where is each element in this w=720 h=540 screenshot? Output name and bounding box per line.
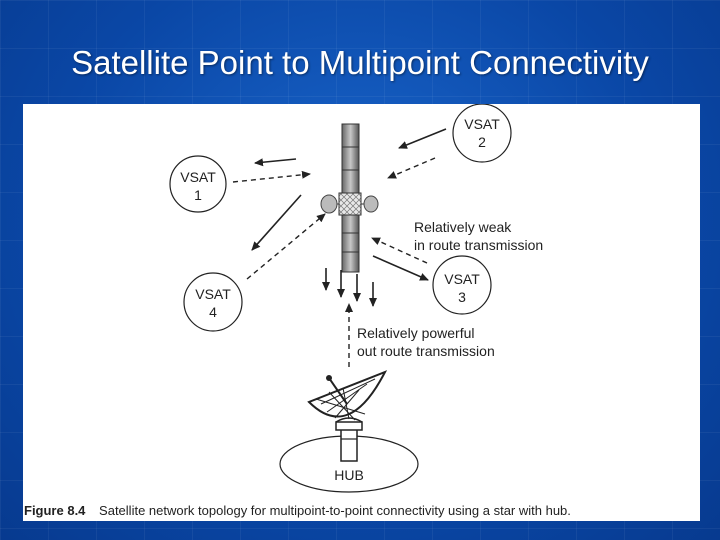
weak-label-line2: in route transmission	[414, 237, 543, 253]
satellite-icon	[320, 123, 379, 273]
vsat4-downlink-arrow	[251, 194, 302, 251]
topology-diagram: VSAT 1 VSAT 2 VSAT 3 VSAT 4	[24, 104, 571, 518]
vsat3-uplink-arrow	[371, 237, 428, 264]
vsat-3-number: 3	[458, 289, 466, 305]
vsat-2-number: 2	[478, 134, 486, 150]
vsat-4-label: VSAT	[195, 286, 231, 302]
vsat-1-number: 1	[194, 187, 202, 203]
vsat-1-label: VSAT	[180, 169, 216, 185]
vsat3-downlink-arrow	[372, 255, 429, 281]
figure-number: Figure 8.4	[24, 503, 86, 518]
weak-label-line1: Relatively weak	[414, 219, 512, 235]
powerful-label-line2: out route transmission	[357, 343, 495, 359]
vsat-4: VSAT 4	[183, 272, 243, 332]
vsat-2: VSAT 2	[452, 104, 512, 163]
figure-caption-text: Satellite network topology for multipoin…	[99, 503, 571, 518]
slide-title: Satellite Point to Multipoint Connectivi…	[71, 44, 649, 81]
vsat-1: VSAT 1	[169, 155, 227, 213]
vsat-3: VSAT 3	[432, 255, 492, 315]
vsat-4-number: 4	[209, 304, 217, 320]
powerful-label-line1: Relatively powerful	[357, 325, 475, 341]
vsat2-downlink-arrow	[398, 128, 447, 149]
hub-dish-icon	[307, 370, 388, 462]
vsat4-uplink-arrow	[246, 213, 326, 280]
hub-label: HUB	[334, 467, 364, 483]
topology-figure: VSAT 1 VSAT 2 VSAT 3 VSAT 4	[23, 104, 700, 521]
figure-caption: Figure 8.4 Satellite network topology fo…	[24, 503, 571, 518]
vsat-3-label: VSAT	[444, 271, 480, 287]
vsat1-uplink-arrow	[232, 170, 311, 183]
vsat2-uplink-arrow	[387, 157, 436, 179]
vsat-2-label: VSAT	[464, 116, 500, 132]
vsat1-downlink-arrow	[254, 158, 297, 167]
